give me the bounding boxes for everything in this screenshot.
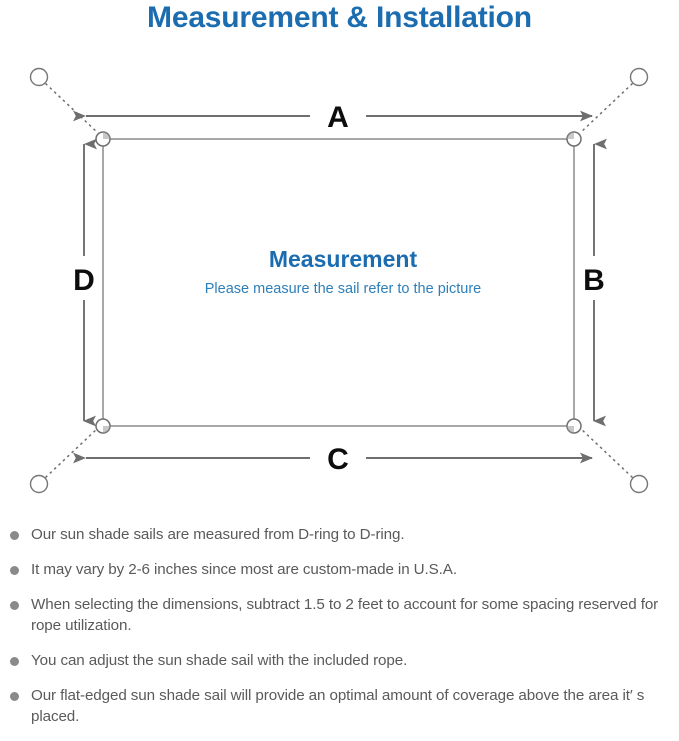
list-item: Our flat-edged sun shade sail will provi… — [10, 685, 675, 727]
page-title: Measurement & Installation — [147, 1, 532, 34]
dimension-c: C — [73, 443, 593, 476]
anchor-point-top-right — [629, 67, 649, 87]
note-text: When selecting the dimensions, subtract … — [31, 596, 659, 634]
dimension-a: A — [73, 101, 593, 134]
dimension-b-label: B — [583, 264, 605, 297]
note-text: Our flat-edged sun shade sail will provi… — [31, 687, 645, 725]
bullet-icon — [10, 692, 19, 701]
measurement-diagram: A C D B Measurement Please measure the s… — [0, 48, 679, 518]
bullet-icon — [10, 531, 19, 540]
anchor-point-bottom-right — [629, 474, 649, 494]
d-ring-top-right — [566, 131, 582, 147]
sail-center-subtext: Please measure the sail refer to the pic… — [205, 281, 481, 297]
dimension-c-label: C — [327, 443, 349, 476]
dimension-d: D — [73, 138, 97, 427]
dimension-a-label: A — [327, 101, 349, 134]
rope-bottom-right — [579, 427, 634, 479]
bullet-icon — [10, 601, 19, 610]
rope-top-left — [44, 82, 99, 134]
sail-shape — [102, 138, 575, 427]
note-text: You can adjust the sun shade sail with t… — [31, 652, 408, 669]
rope-top-right — [579, 82, 634, 134]
list-item: It may vary by 2-6 inches since most are… — [10, 559, 675, 580]
d-ring-bottom-left — [95, 418, 111, 434]
note-text: It may vary by 2-6 inches since most are… — [31, 561, 457, 578]
list-item: Our sun shade sails are measured from D-… — [10, 524, 675, 545]
list-item: You can adjust the sun shade sail with t… — [10, 650, 675, 671]
d-ring-top-left — [95, 131, 111, 147]
anchor-point-bottom-left — [29, 474, 49, 494]
rope-bottom-left — [44, 427, 99, 479]
bullet-icon — [10, 566, 19, 575]
notes-list: Our sun shade sails are measured from D-… — [10, 524, 675, 741]
bullet-icon — [10, 657, 19, 666]
list-item: When selecting the dimensions, subtract … — [10, 594, 675, 636]
dimension-d-label: D — [73, 264, 95, 297]
note-text: Our sun shade sails are measured from D-… — [31, 526, 405, 543]
dimension-b: B — [583, 138, 607, 427]
sail-center-heading: Measurement — [269, 246, 418, 272]
d-ring-bottom-right — [566, 418, 582, 434]
anchor-point-top-left — [29, 67, 49, 87]
